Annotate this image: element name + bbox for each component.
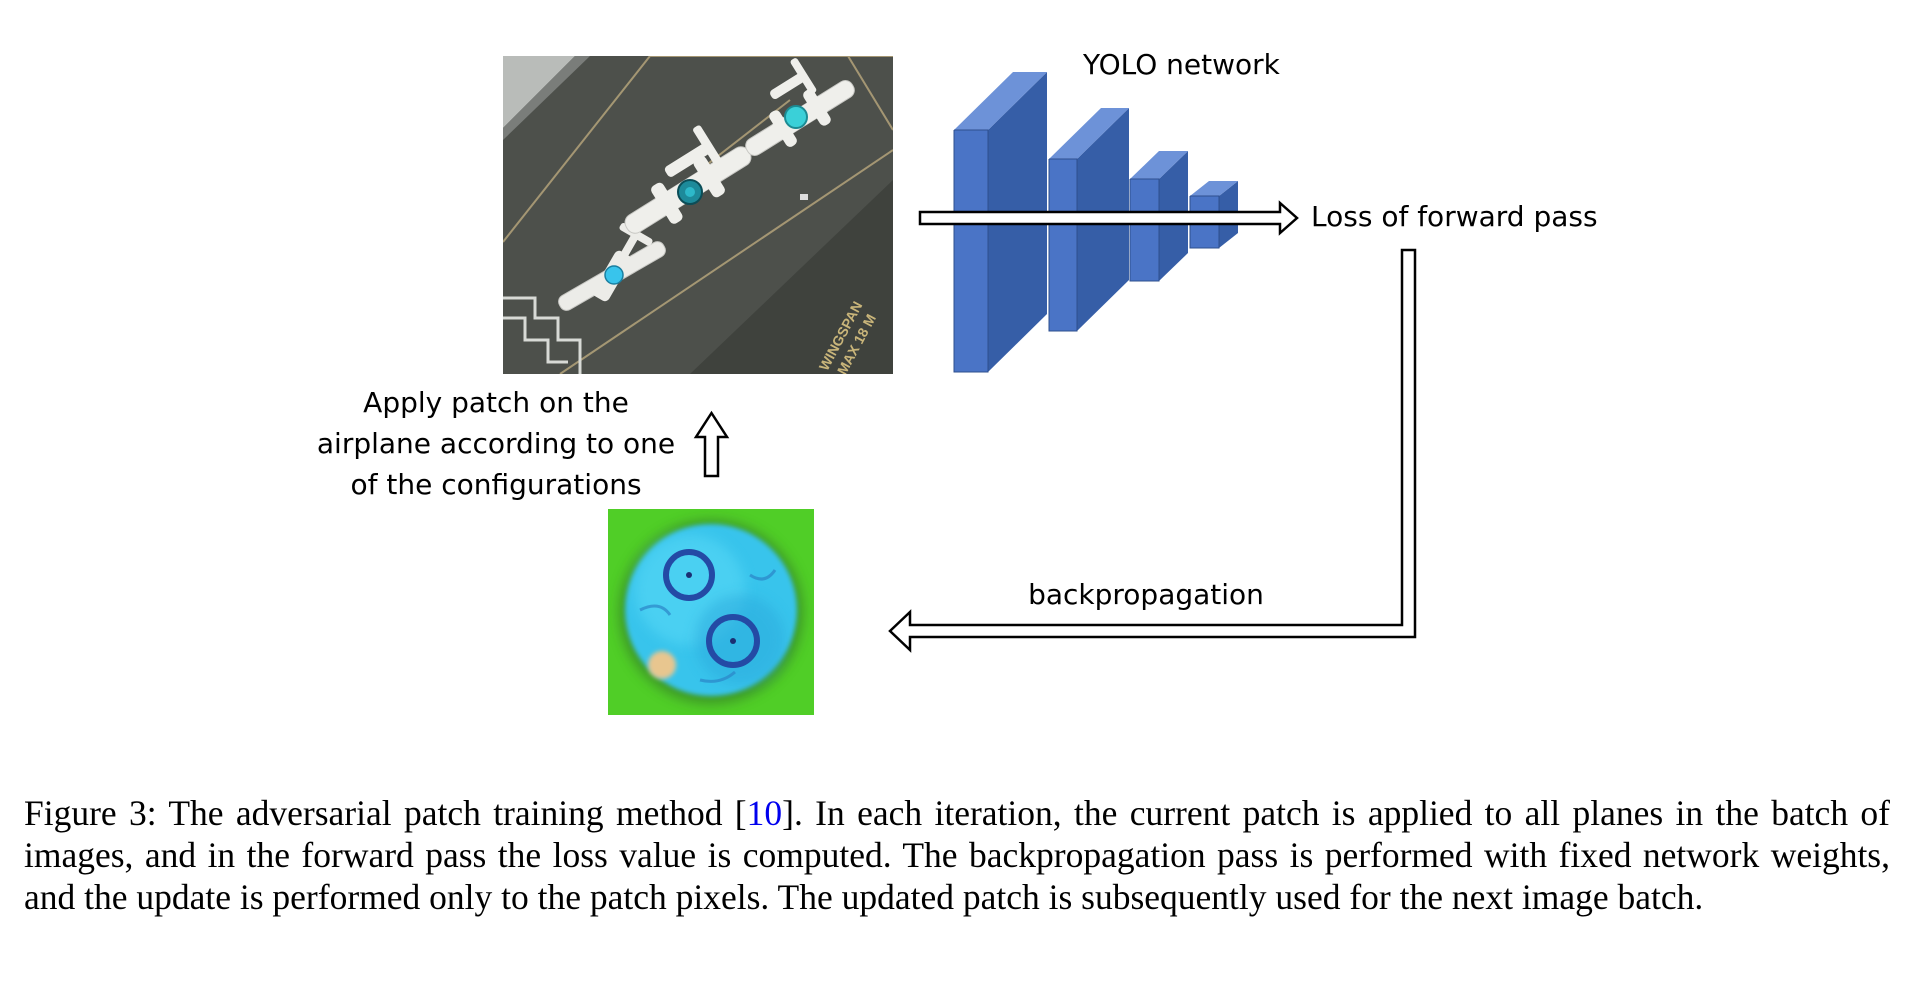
aerial-airplane-photo: WINGSPAN MAX 18 M <box>503 56 893 374</box>
apply-patch-label-line-1: Apply patch on the <box>363 386 629 419</box>
patch-ring-1 <box>663 549 715 601</box>
apply-patch-arrow <box>693 410 730 478</box>
figure-caption: Figure 3: The adversarial patch training… <box>24 792 1890 918</box>
patch-on-airplane-3 <box>784 105 808 129</box>
caption-prefix: Figure 3: The adversarial patch training… <box>24 793 747 833</box>
backpropagation-label: backpropagation <box>1028 578 1264 611</box>
patch-ring-2 <box>706 614 760 668</box>
reference-link[interactable]: 10 <box>746 793 783 833</box>
training-method-diagram: WINGSPAN MAX 18 M <box>317 48 1598 715</box>
network-label: YOLO network <box>1082 48 1281 81</box>
patch-on-airplane-1 <box>604 265 624 285</box>
forward-pass-arrow <box>918 200 1299 236</box>
adversarial-patch-image <box>608 509 814 715</box>
apply-patch-label-line-3: of the configurations <box>350 468 641 501</box>
loss-label: Loss of forward pass <box>1311 200 1598 233</box>
caption-body: ]. In each iteration, the current patch … <box>24 793 1890 917</box>
backpropagation-arrow <box>888 248 1417 653</box>
apply-patch-label-line-2: airplane according to one <box>317 427 675 460</box>
